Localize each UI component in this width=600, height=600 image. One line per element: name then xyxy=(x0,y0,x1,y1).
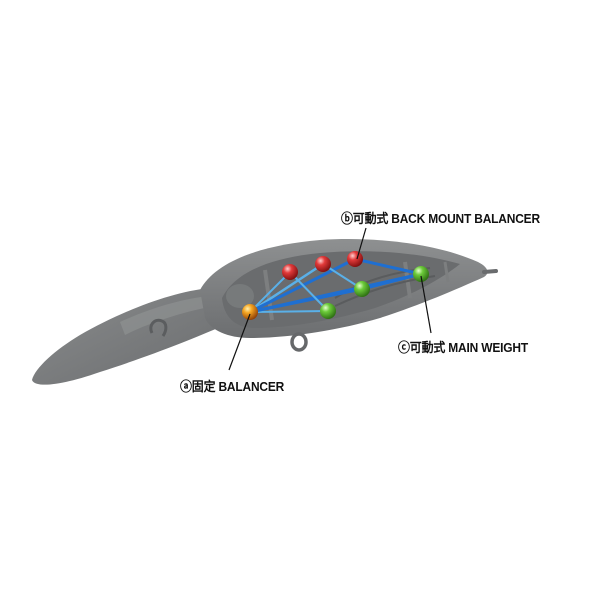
main-weight-ball xyxy=(320,303,336,319)
cavity-rib xyxy=(403,261,412,299)
nose-line-eye-icon xyxy=(482,269,498,274)
label-back-mount-balancer: ⓑ可動式 BACK MOUNT BALANCER xyxy=(341,208,540,227)
leader-line-a xyxy=(228,313,251,371)
circled-a-mark: ⓐ xyxy=(180,379,192,394)
label-text: 固定 BALANCER xyxy=(191,379,285,394)
cavity-rib xyxy=(443,261,450,283)
circled-b-mark: ⓑ xyxy=(341,211,353,226)
main-weight-ball xyxy=(354,281,370,297)
back-mount-balancer-ball xyxy=(315,256,331,272)
label-text: 可動式 MAIN WEIGHT xyxy=(409,340,528,355)
back-mount-balancer-ball xyxy=(347,251,363,267)
label-main-weight: ⓒ可動式 MAIN WEIGHT xyxy=(398,337,528,356)
main-weight-ball xyxy=(413,266,429,282)
balancer-links xyxy=(248,257,423,314)
leader-line-c xyxy=(420,275,432,334)
cavity-pocket xyxy=(226,284,254,308)
fixed-balancer-ball xyxy=(242,304,258,320)
lip-line-tie-icon xyxy=(149,318,168,337)
leader-line-b xyxy=(356,227,367,260)
back-mount-balancer-ball xyxy=(282,264,298,280)
belly-eyelet-icon xyxy=(290,332,308,352)
label-text: 可動式 BACK MOUNT BALANCER xyxy=(352,211,540,226)
label-fixed-balancer: ⓐ固定 BALANCER xyxy=(180,376,284,395)
lip-highlight xyxy=(120,296,215,335)
circled-c-mark: ⓒ xyxy=(398,340,410,355)
